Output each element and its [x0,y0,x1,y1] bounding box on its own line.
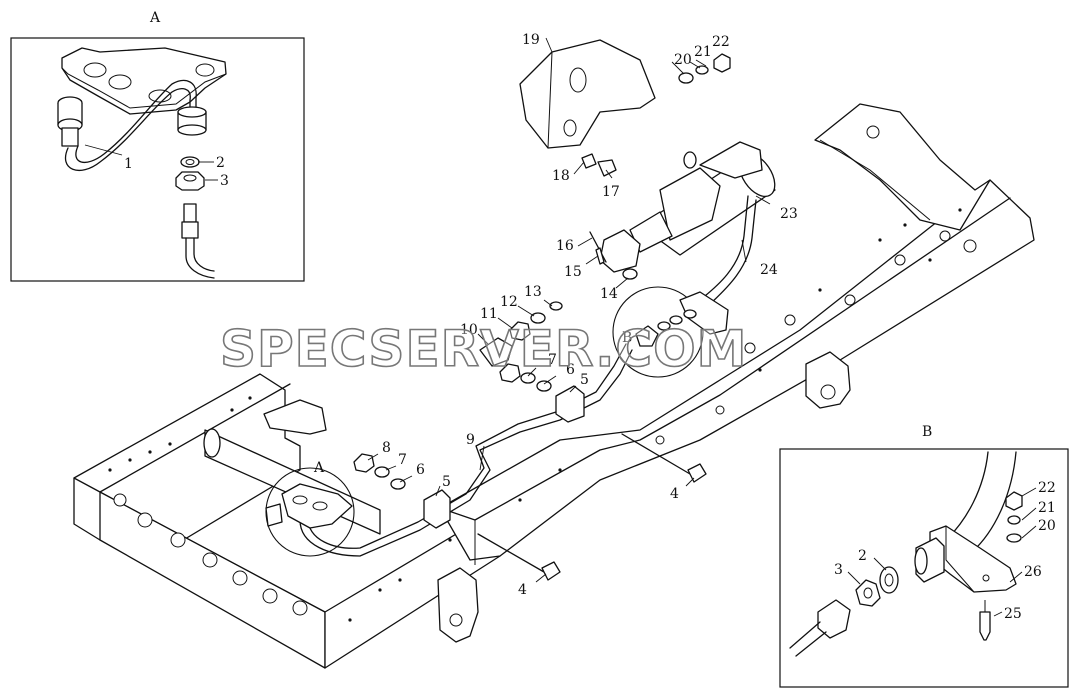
pipe-clip-upper [555,385,585,423]
main-assembly: 19 22 21 20 18 17 23 16 15 14 24 13 12 1… [73,32,1035,669]
clutch-booster-cylinder [629,141,776,256]
callout-16: 16 [556,238,574,254]
callout-a-1: 1 [124,156,133,172]
callout-17: 17 [602,184,620,200]
callout-6-upper: 6 [566,362,575,378]
callout-b-25: 25 [1004,606,1022,622]
cylinder-bracket-19 [519,39,656,149]
lower-mount-bracket [437,567,479,643]
detail-b-hose [947,451,989,539]
callout-b-26: 26 [1024,564,1042,580]
detail-b-panel: B [779,424,1069,688]
detail-a-bracket [61,47,227,115]
callout-b-22: 22 [1038,480,1056,496]
callout-7-upper: 7 [548,352,557,368]
callout-7-lower: 7 [398,452,407,468]
callout-b-21: 21 [1038,500,1056,516]
right-frame-rail [439,179,1035,561]
right-mount-bracket [805,351,851,409]
detail-a-pipe [65,88,191,172]
callout-18: 18 [552,168,570,184]
callout-a-2: 2 [216,155,225,171]
callout-14: 14 [600,286,618,302]
callout-b-2: 2 [858,548,867,564]
callout-5-upper: 5 [580,372,589,388]
callout-6-lower: 6 [416,462,425,478]
callout-a-3: 3 [220,173,229,189]
mark-b: B [622,330,632,346]
rear-crossmember [814,103,991,231]
callout-10: 10 [460,322,478,338]
callout-8: 8 [382,440,391,456]
rail-holes [113,230,977,616]
callout-13: 13 [524,284,542,300]
callout-23: 23 [780,206,798,222]
detail-b-title: B [922,424,932,440]
hose-fitting-10 [479,337,513,367]
mark-a: A [313,460,325,476]
detail-a-panel: A 1 2 [10,10,305,282]
pipe-clip-lower [423,489,451,529]
main-pipe-9 [299,349,633,557]
callout-21: 21 [694,44,712,60]
callout-4-left: 4 [518,582,527,598]
callout-12: 12 [500,294,518,310]
callout-20: 20 [674,52,692,68]
detail-b-frame [779,448,1069,688]
detail-a-frame [10,37,305,282]
callout-22: 22 [712,34,730,50]
callout-5-lower: 5 [442,474,451,490]
callout-11: 11 [480,306,498,322]
callout-b-3: 3 [834,562,843,578]
callout-4-right: 4 [670,486,679,502]
callout-19: 19 [522,32,540,48]
callout-24: 24 [760,262,778,278]
callout-9: 9 [466,432,475,448]
callout-b-20: 20 [1038,518,1056,534]
detail-b-circle [612,286,704,378]
callout-15: 15 [564,264,582,280]
detail-a-title: A [149,10,161,26]
watermark: SPECSERVER.COM [220,320,747,378]
